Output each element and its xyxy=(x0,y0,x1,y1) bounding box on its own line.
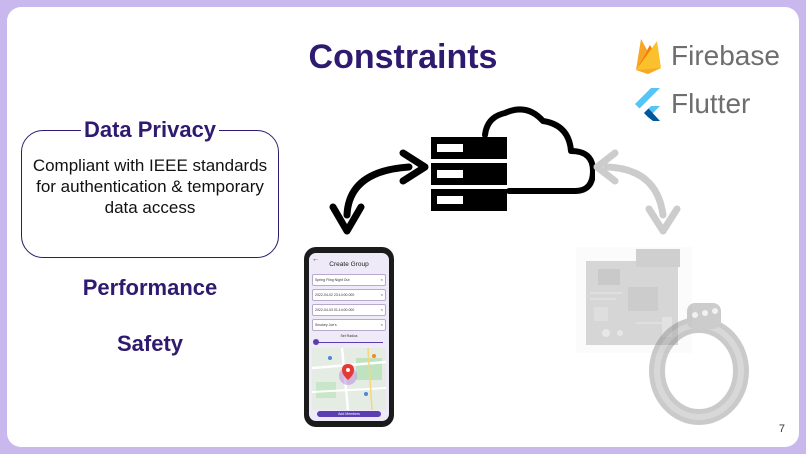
firebase-brand: Firebase xyxy=(633,37,780,75)
start-time-field[interactable]: 2022-04-02 23:14:00.000 × xyxy=(312,289,386,301)
slide-title: Constraints xyxy=(308,38,498,76)
radius-slider[interactable] xyxy=(313,339,383,345)
data-privacy-box: Data Privacy Compliant with IEEE standar… xyxy=(21,117,279,258)
slider-thumb[interactable] xyxy=(313,339,319,345)
wristband-image xyxy=(649,303,749,425)
clear-icon[interactable]: × xyxy=(380,277,383,282)
back-arrow-icon[interactable]: ← xyxy=(312,256,319,263)
firebase-label: Firebase xyxy=(671,40,780,71)
map-view[interactable] xyxy=(312,348,386,410)
performance-label: Performance xyxy=(82,275,218,300)
group-name-value: Spring Fling Night Out xyxy=(315,278,350,282)
clear-icon[interactable]: × xyxy=(380,292,383,297)
flutter-brand: Flutter xyxy=(633,87,750,121)
clear-icon[interactable]: × xyxy=(380,307,383,312)
server-cloud-graphic xyxy=(431,106,595,211)
radius-label: Set Radius xyxy=(340,334,358,338)
curved-double-arrow-faded-icon xyxy=(593,149,681,235)
app-bar: ← Create Group xyxy=(309,253,389,271)
slide: Constraints Firebase Flutter Data Privac… xyxy=(7,7,799,447)
clear-icon[interactable]: × xyxy=(380,322,383,327)
end-time-field[interactable]: 2022-04-03 01:14:00.000 × xyxy=(312,304,386,316)
server-icon xyxy=(431,137,507,211)
data-privacy-title: Data Privacy xyxy=(80,117,220,143)
location-field[interactable]: Smokey Joe's × xyxy=(312,319,386,331)
flutter-label: Flutter xyxy=(671,88,751,119)
slider-track xyxy=(315,341,383,343)
curved-double-arrow-icon xyxy=(329,149,429,235)
phone-screen: ← Create Group Spring Fling Night Out × … xyxy=(309,253,389,421)
cloud-icon xyxy=(482,106,595,194)
start-time-value: 2022-04-02 23:14:00.000 xyxy=(315,293,355,297)
flutter-logo-icon xyxy=(635,88,660,121)
safety-label: Safety xyxy=(116,331,184,356)
location-value: Smokey Joe's xyxy=(315,323,337,327)
create-group-title: Create Group xyxy=(329,261,369,268)
map-graphic xyxy=(312,348,386,410)
firebase-logo-icon xyxy=(636,39,661,74)
page-number: 7 xyxy=(778,423,785,435)
add-members-button[interactable]: Add Members xyxy=(317,411,381,417)
circuit-board-image xyxy=(576,247,692,353)
end-time-value: 2022-04-03 01:14:00.000 xyxy=(315,308,355,312)
data-privacy-description: Compliant with IEEE standards for authen… xyxy=(32,156,268,217)
phone-mockup: ← Create Group Spring Fling Night Out × … xyxy=(304,247,394,427)
group-name-field[interactable]: Spring Fling Night Out × xyxy=(312,274,386,286)
